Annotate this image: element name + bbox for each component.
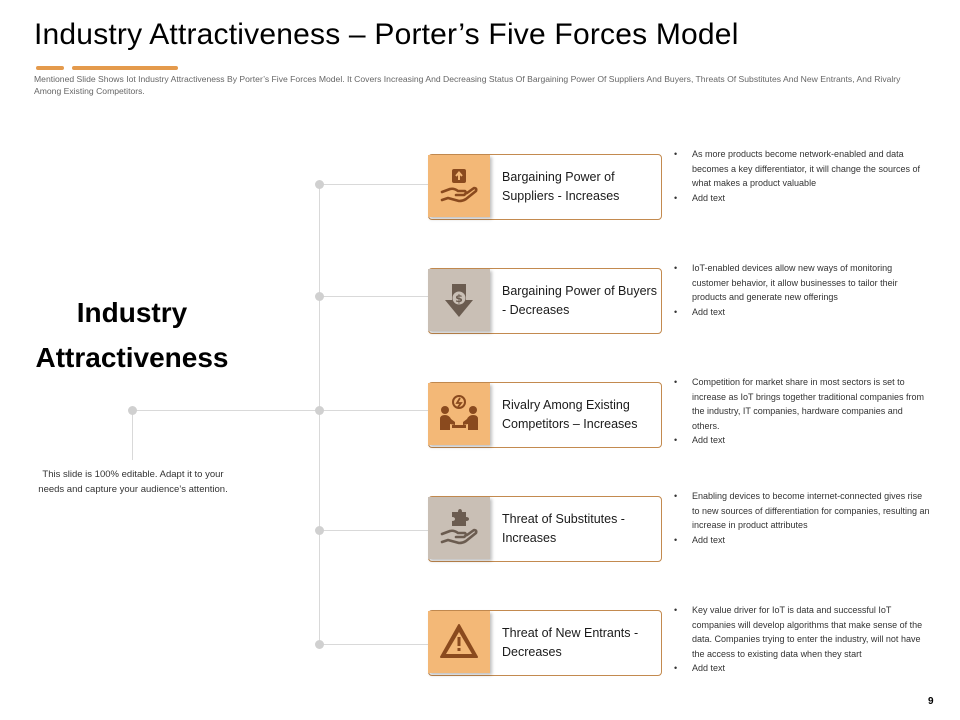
connector-branch — [319, 296, 428, 297]
competitors-icon — [440, 395, 478, 430]
connector-dot — [128, 406, 137, 415]
page-number: 9 — [928, 696, 934, 707]
svg-text:$: $ — [455, 292, 463, 305]
connector-horizontal-center — [132, 410, 428, 411]
bullet-item: Add text — [674, 433, 930, 448]
editable-note: This slide is 100% editable. Adapt it to… — [38, 469, 228, 495]
force-icon-box: $ — [428, 269, 490, 331]
hand-puzzle-icon — [440, 509, 478, 545]
bullet-item: Competition for market share in most sec… — [674, 375, 930, 433]
connector-branch — [319, 644, 428, 645]
force-label: Threat of Substitutes - Increases — [502, 512, 625, 545]
center-title: Industry Attractiveness — [35, 297, 229, 373]
slide-subtitle: Mentioned Slide Shows Iot Industry Attra… — [34, 74, 901, 96]
force-label: Bargaining Power of Suppliers - Increase… — [502, 170, 620, 203]
slide-title: Industry Attractiveness – Porter’s Five … — [34, 18, 739, 51]
force-bullets: As more products become network-enabled … — [674, 147, 930, 205]
title-accent-bar-long — [72, 66, 178, 70]
force-bullets: Enabling devices to become internet-conn… — [674, 489, 930, 547]
force-bullets: Key value driver for IoT is data and suc… — [674, 603, 930, 676]
connector-dot — [315, 406, 324, 415]
force-label: Bargaining Power of Buyers - Decreases — [502, 284, 657, 317]
hand-upload-icon — [440, 169, 478, 203]
force-label: Threat of New Entrants - Decreases — [502, 626, 639, 659]
bullet-item: As more products become network-enabled … — [674, 147, 930, 191]
bullet-item: Add text — [674, 533, 930, 548]
bullet-item: Key value driver for IoT is data and suc… — [674, 603, 930, 661]
warning-icon — [440, 624, 478, 658]
bullet-item: Enabling devices to become internet-conn… — [674, 489, 930, 533]
force-bullets: Competition for market share in most sec… — [674, 375, 930, 448]
force-icon-box — [428, 383, 490, 445]
force-icon-box — [428, 155, 490, 217]
dollar-down-arrow-icon: $ — [445, 284, 473, 317]
connector-dot — [315, 180, 324, 189]
connector-branch — [319, 184, 428, 185]
connector-dot — [315, 526, 324, 535]
force-icon-box — [428, 611, 490, 673]
force-label: Rivalry Among Existing Competitors – Inc… — [502, 398, 638, 431]
force-icon-box — [428, 497, 490, 559]
connector-vertical-note — [132, 410, 133, 460]
bullet-item: IoT-enabled devices allow new ways of mo… — [674, 261, 930, 305]
force-bullets: IoT-enabled devices allow new ways of mo… — [674, 261, 930, 319]
connector-dot — [315, 292, 324, 301]
connector-dot — [315, 640, 324, 649]
title-accent-bar-short — [36, 66, 64, 70]
connector-branch — [319, 530, 428, 531]
bullet-item: Add text — [674, 661, 930, 676]
bullet-item: Add text — [674, 191, 930, 206]
bullet-item: Add text — [674, 305, 930, 320]
